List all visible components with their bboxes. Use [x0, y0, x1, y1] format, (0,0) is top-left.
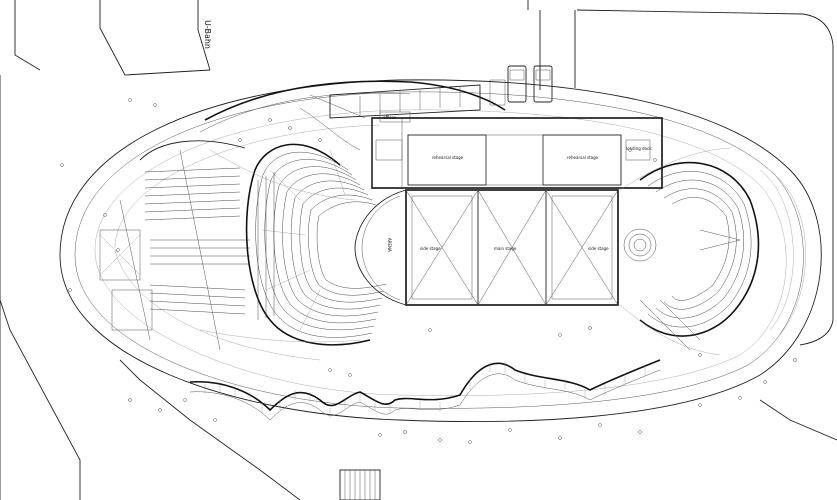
- structural-lines: [199, 118, 731, 356]
- stage-block: rehearsal stage rehearsal stage loading …: [371, 117, 663, 189]
- arena-label: ARENA: [387, 238, 392, 252]
- circular-seating-cluster: [623, 228, 657, 262]
- vehicles: [489, 65, 553, 106]
- side-stage-right-label: side stage: [588, 246, 609, 251]
- loading-label: loading dock: [626, 146, 652, 151]
- south-entrance: [339, 469, 381, 500]
- rehearsal-stage-left-label: rehearsal stage: [432, 155, 464, 160]
- wave-facade: [189, 359, 661, 421]
- main-stage: side stage side stage main stage: [405, 189, 619, 306]
- office-block: offices: [329, 84, 481, 123]
- side-stage-left-label: side stage: [420, 246, 441, 251]
- north-canopy: [199, 80, 506, 151]
- street-label: U-Bahn: [203, 20, 212, 49]
- building-envelope: [59, 79, 822, 423]
- arena-floor: ARENA: [354, 189, 407, 306]
- main-stage-label: main stage: [494, 246, 517, 251]
- rehearsal-stage-right-label: rehearsal stage: [567, 155, 599, 160]
- west-hall-seating: [99, 140, 250, 351]
- main-auditorium-seating: [245, 143, 387, 346]
- landscape-markers: [60, 98, 797, 444]
